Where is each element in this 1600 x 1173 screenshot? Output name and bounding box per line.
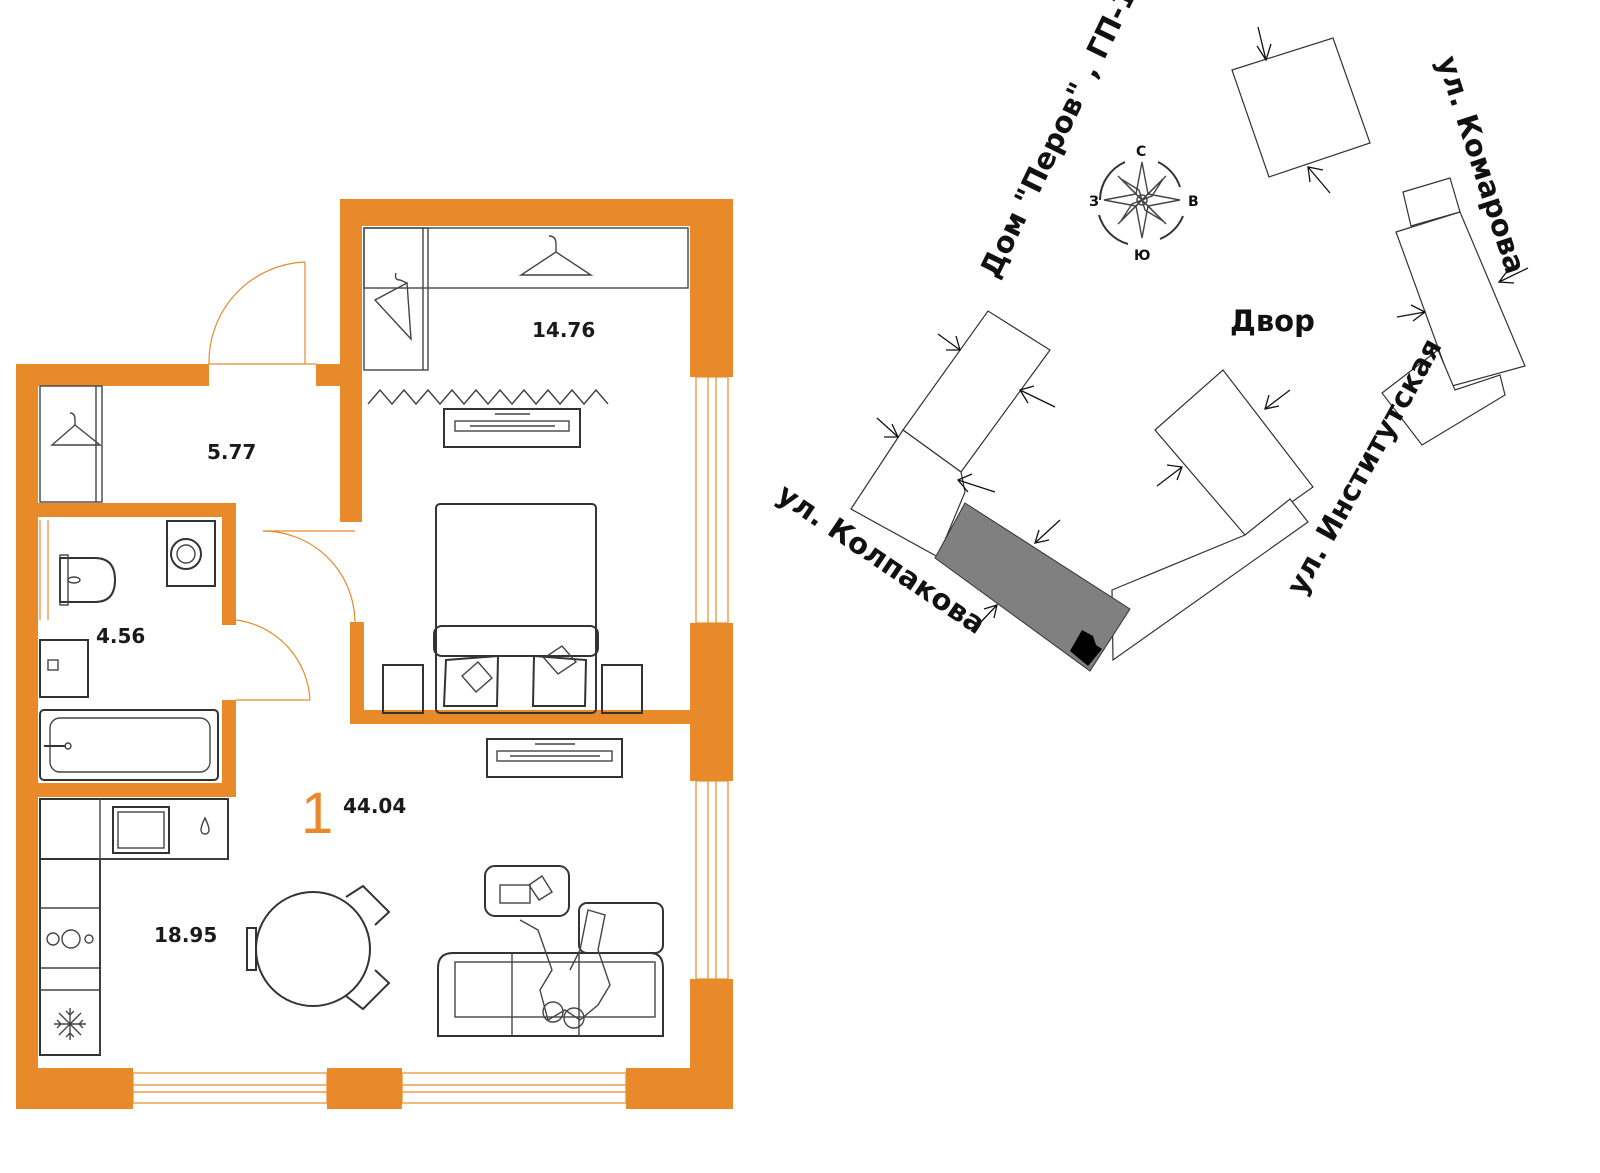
hanger-icon (50, 412, 102, 446)
rooms-count: 1 (301, 781, 333, 846)
compass-rose-icon: С Ю З В (1089, 144, 1199, 264)
doors (39, 261, 356, 701)
hanger-icon (373, 272, 412, 341)
bed-icon (382, 503, 643, 714)
compass-east: В (1188, 194, 1199, 210)
water-drop-icon (200, 816, 210, 835)
hall-wardrobe (39, 385, 103, 503)
bedroom-area: 14.76 (532, 318, 595, 342)
compass-south: Ю (1134, 248, 1150, 264)
snowflake-icon (54, 1008, 86, 1040)
walls (16, 199, 733, 1109)
kitchen-unit (39, 798, 229, 1056)
entrance-marker (1070, 630, 1102, 666)
windows (132, 376, 729, 1104)
hanger-icon (518, 235, 594, 276)
street-institutskaya: ул. Институтская (1279, 332, 1448, 600)
tv-icon (486, 738, 623, 778)
entry-arrow-icon (876, 26, 1529, 626)
compass-west: З (1089, 194, 1099, 210)
courtyard-label: Двор (1230, 304, 1315, 338)
tv-icon (443, 408, 581, 448)
bedroom-wardrobe (363, 227, 689, 371)
floor-plan: 14.76 5.77 4.56 44.04 18.95 1 (16, 199, 733, 1109)
current-building (934, 502, 1131, 672)
compass-north: С (1136, 144, 1146, 160)
toilet-icon (59, 554, 117, 606)
coffee-table (484, 865, 570, 917)
hall-area: 5.77 (207, 440, 256, 464)
site-map: С Ю З В Дом "Перов" , ГП-1 Двор ул. Кома… (771, 0, 1533, 672)
kitchen-living-area: 18.95 (154, 923, 217, 947)
neighbor-buildings (850, 37, 1526, 662)
total-area: 44.04 (343, 794, 406, 818)
washing-machine-icon (166, 520, 216, 587)
bathroom-area: 4.56 (96, 624, 145, 648)
dining-table (246, 884, 391, 1011)
bathroom-sink (39, 639, 89, 698)
bathtub-icon (39, 709, 219, 781)
sofa-icon (437, 902, 664, 1037)
curtain (367, 388, 609, 406)
